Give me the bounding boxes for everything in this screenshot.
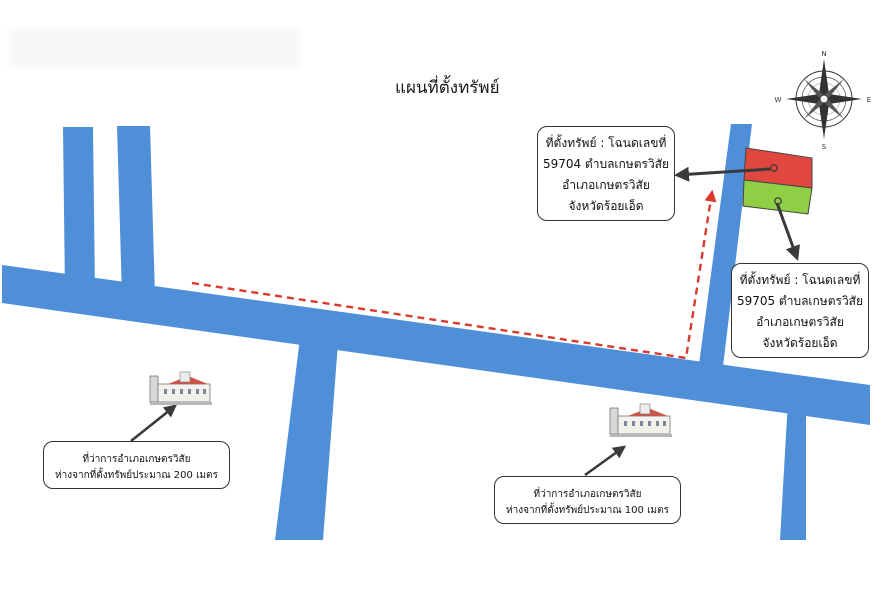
lot-59705-callout: ที่ตั้งทรัพย์ : โฉนดเลขที่ 59705 ตำบลเกษ… (731, 263, 869, 358)
lot-59705-arrow (775, 202, 800, 261)
road-vertical-left-2 (117, 126, 155, 296)
lot-59704-line-2: 59704 ตำบลเกษตรวิสัย (542, 157, 670, 171)
compass-rose-icon: N S E W (775, 50, 872, 151)
district-office-2-line-2: ห่างจากที่ตั้งทรัพย์ประมาณ 100 เมตร (506, 505, 669, 516)
office-2-arrow (584, 445, 627, 477)
compass-w: W (775, 96, 782, 104)
road-vertical-left-1 (63, 127, 95, 293)
lot-59705-line-2: 59705 ตำบลเกษตรวิสัย (736, 294, 864, 308)
lot-59704-line-3: อำเภอเกษตรวิสัย (562, 178, 650, 192)
lot-59705-line-1: ที่ตั้งทรัพย์ : โฉนดเลขที่ (739, 273, 861, 287)
compass-e: E (867, 96, 871, 104)
road-branch-south-left (275, 338, 338, 540)
faded-header-mark (10, 28, 300, 68)
roads (2, 124, 870, 540)
district-office-1-line-1: ที่ว่าการอำเภอเกษตรวิสัย (82, 454, 191, 465)
road-branch-north-right (698, 124, 752, 375)
compass-n: N (821, 50, 826, 58)
district-office-2-icon (609, 403, 672, 437)
lot-59704-marker (770, 164, 778, 172)
road-main (2, 265, 870, 425)
map-title: แผนที่ตั้งทรัพย์ (395, 78, 500, 98)
office-1-arrow (130, 404, 178, 443)
lot-59705-line-4: จังหวัดร้อยเอ็ด (762, 336, 838, 350)
district-office-1-icon (149, 371, 212, 405)
district-office-1-line-2: ห่างจากที่ตั้งทรัพย์ประมาณ 200 เมตร (55, 470, 218, 481)
lot-59705-parcel (742, 179, 813, 215)
lot-59704-arrow (674, 166, 771, 182)
lot-59705-line-3: อำเภอเกษตรวิสัย (756, 315, 844, 329)
connector-arrows (130, 166, 800, 477)
lot-59704-callout: ที่ตั้งทรัพย์ : โฉนดเลขที่ 59704 ตำบลเกษ… (537, 126, 675, 221)
district-office-2-line-1: ที่ว่าการอำเภอเกษตรวิสัย (533, 489, 642, 500)
district-office-1-callout: ที่ว่าการอำเภอเกษตรวิสัย ห่างจากที่ตั้งท… (43, 441, 230, 489)
lot-59704-line-1: ที่ตั้งทรัพย์ : โฉนดเลขที่ (545, 136, 667, 150)
road-branch-south-right (780, 400, 806, 540)
lot-59704-line-4: จังหวัดร้อยเอ็ด (568, 199, 644, 213)
district-office-2-callout: ที่ว่าการอำเภอเกษตรวิสัย ห่างจากที่ตั้งท… (494, 476, 681, 524)
compass-s: S (822, 143, 827, 151)
